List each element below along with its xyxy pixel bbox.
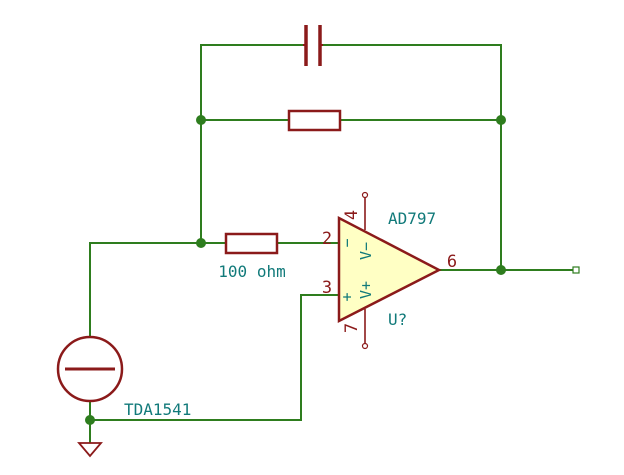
- non-inverting-input-mark: +: [338, 292, 356, 301]
- pin-number-6: 6: [447, 252, 457, 272]
- source-body: [56, 335, 124, 403]
- power-pin-top-terminal: [361, 191, 369, 199]
- junction-dot: [85, 415, 95, 425]
- current-source-tda1541: TDA1541: [56, 335, 191, 419]
- pin-number-4: 4: [342, 210, 362, 220]
- junction-dot: [496, 115, 506, 125]
- wires: [89, 44, 574, 443]
- op-amp-u7: − + V− V+ 4 7 2 3 6 AD797 U?: [322, 191, 457, 350]
- v-minus-label: V−: [357, 242, 375, 260]
- pin-number-7: 7: [342, 323, 362, 333]
- junction-dot: [496, 265, 506, 275]
- junction-dot: [196, 238, 206, 248]
- wire-cap-right: [323, 44, 502, 120]
- op-amp-reference: U?: [388, 310, 407, 329]
- inverting-input-mark: −: [338, 238, 356, 247]
- input-resistor-value: 100 ohm: [218, 262, 285, 281]
- op-amp-part-name: AD797: [388, 209, 436, 228]
- pin-number-2: 2: [322, 229, 332, 249]
- feedback-capacitor: [304, 25, 322, 66]
- op-amp-body: [337, 215, 442, 324]
- ground-symbol: [77, 442, 103, 458]
- source-label: TDA1541: [124, 400, 191, 419]
- wire-source-top: [89, 242, 201, 337]
- power-pin-bottom-terminal: [361, 342, 369, 350]
- junction-dot: [196, 115, 206, 125]
- wire-cap-left: [200, 44, 303, 120]
- output-terminal: [572, 266, 580, 274]
- pin-number-3: 3: [322, 278, 332, 298]
- junctions: [85, 115, 506, 425]
- input-resistor: [224, 232, 279, 255]
- feedback-resistor: [287, 109, 342, 132]
- v-plus-label: V+: [357, 281, 375, 299]
- wire-ground-to-pin3: [90, 294, 339, 421]
